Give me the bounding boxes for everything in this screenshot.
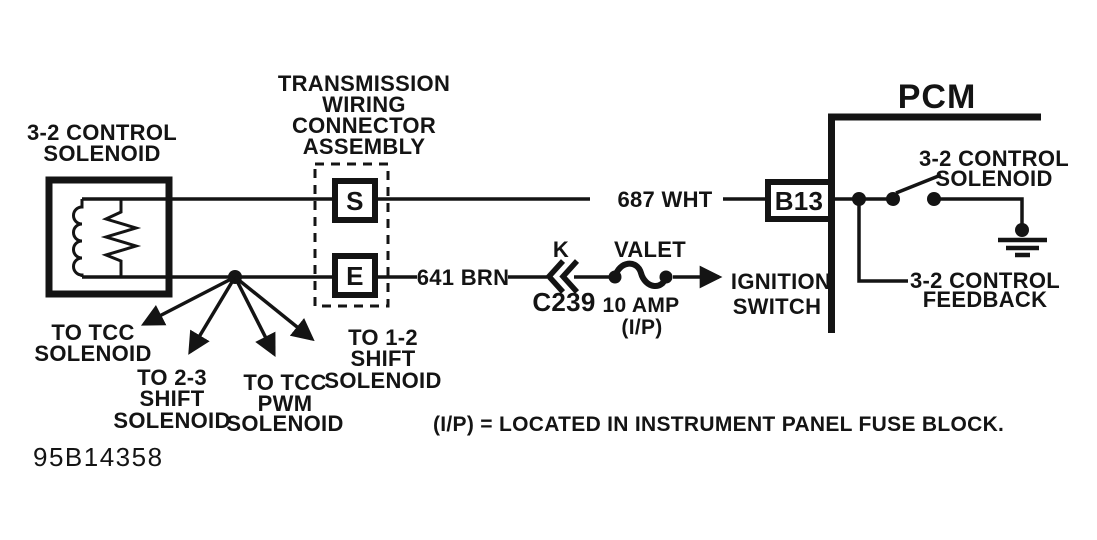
terminal-e-box — [332, 253, 378, 298]
pcm-driver-label-line1: 3-2 CONTROL — [919, 146, 1069, 171]
branch-arrow-tcc — [140, 275, 236, 326]
feedback-wire — [857, 199, 908, 283]
terminal-s-label: S — [346, 186, 364, 216]
connector-assembly-label-line1: TRANSMISSION — [278, 71, 450, 96]
branch-tcc-label-line1: TO TCC — [51, 320, 134, 345]
wire-641-label: 641 BRN — [417, 265, 510, 290]
pcm-feedback-label-line1: 3-2 CONTROL — [910, 268, 1060, 293]
left-solenoid-label-line2: SOLENOID — [43, 141, 160, 166]
branch-23-shift-label-line1: TO 2-3 — [137, 365, 207, 390]
branch-23-shift-label-line2: SHIFT — [139, 386, 204, 411]
resistor-symbol-icon — [100, 199, 142, 277]
connector-assembly-label-line4: ASSEMBLY — [303, 134, 426, 159]
branch-tcc-label-line2: SOLENOID — [34, 341, 151, 366]
branch-arrow-23-shift — [188, 276, 237, 355]
branch-arrow-12-shift — [233, 275, 315, 342]
ignition-switch-label-line2: SWITCH — [733, 294, 822, 319]
terminal-e-label: E — [346, 261, 364, 291]
branch-12-shift-label-line3: SOLENOID — [324, 368, 441, 393]
ignition-switch-label-line1: IGNITION — [731, 269, 831, 294]
ground-dot — [1015, 223, 1029, 237]
connector-assembly-label-line3: CONNECTOR — [292, 113, 436, 138]
wire-to-ground — [934, 197, 1024, 226]
fuse-rating-label: 10 AMP — [603, 294, 680, 317]
connector-cavity-label: K — [553, 237, 569, 262]
branch-tcc-pwm-label-line1: TO TCC — [243, 370, 326, 395]
pcm-feedback-label-line2: FEEDBACK — [923, 287, 1048, 312]
branch-arrow-tcc-pwm — [233, 276, 276, 358]
pcm-title: PCM — [898, 78, 977, 116]
branch-tcc-pwm-label-line3: SOLENOID — [226, 411, 343, 436]
footnote: (I/P) = LOCATED IN INSTRUMENT PANEL FUSE… — [433, 413, 1004, 436]
connector-assembly-label-line2: WIRING — [322, 92, 406, 117]
branch-tcc-pwm-label-line2: PWM — [258, 391, 313, 416]
coil-symbol-icon — [72, 199, 84, 277]
wire-687-label: 687 WHT — [617, 187, 712, 212]
solenoid-box — [45, 176, 173, 298]
fuse-location-label: (I/P) — [621, 316, 662, 339]
fuse-element-icon — [612, 260, 669, 289]
left-solenoid-label-line1: 3-2 CONTROL — [27, 120, 177, 145]
pcm-driver-label-line2: SOLENOID — [935, 166, 1052, 191]
diagram-id: 95B14358 — [33, 442, 164, 472]
branch-12-shift-label-line1: TO 1-2 — [348, 325, 418, 350]
switch-lever-icon — [895, 173, 942, 195]
fuse-name-label: VALET — [614, 237, 686, 262]
terminal-s-box — [332, 178, 378, 223]
branch-12-shift-label-line2: SHIFT — [350, 346, 415, 371]
pcm-pin-b13-label: B13 — [775, 186, 824, 216]
branch-23-shift-label-line3: SOLENOID — [113, 408, 230, 433]
connector-assembly-dashed-box — [313, 162, 390, 308]
ground-icon — [998, 237, 1047, 258]
switch-pole-dot — [886, 192, 900, 206]
inline-connector-chevron-icon — [545, 259, 580, 294]
connector-c239-label: C239 — [532, 287, 595, 317]
